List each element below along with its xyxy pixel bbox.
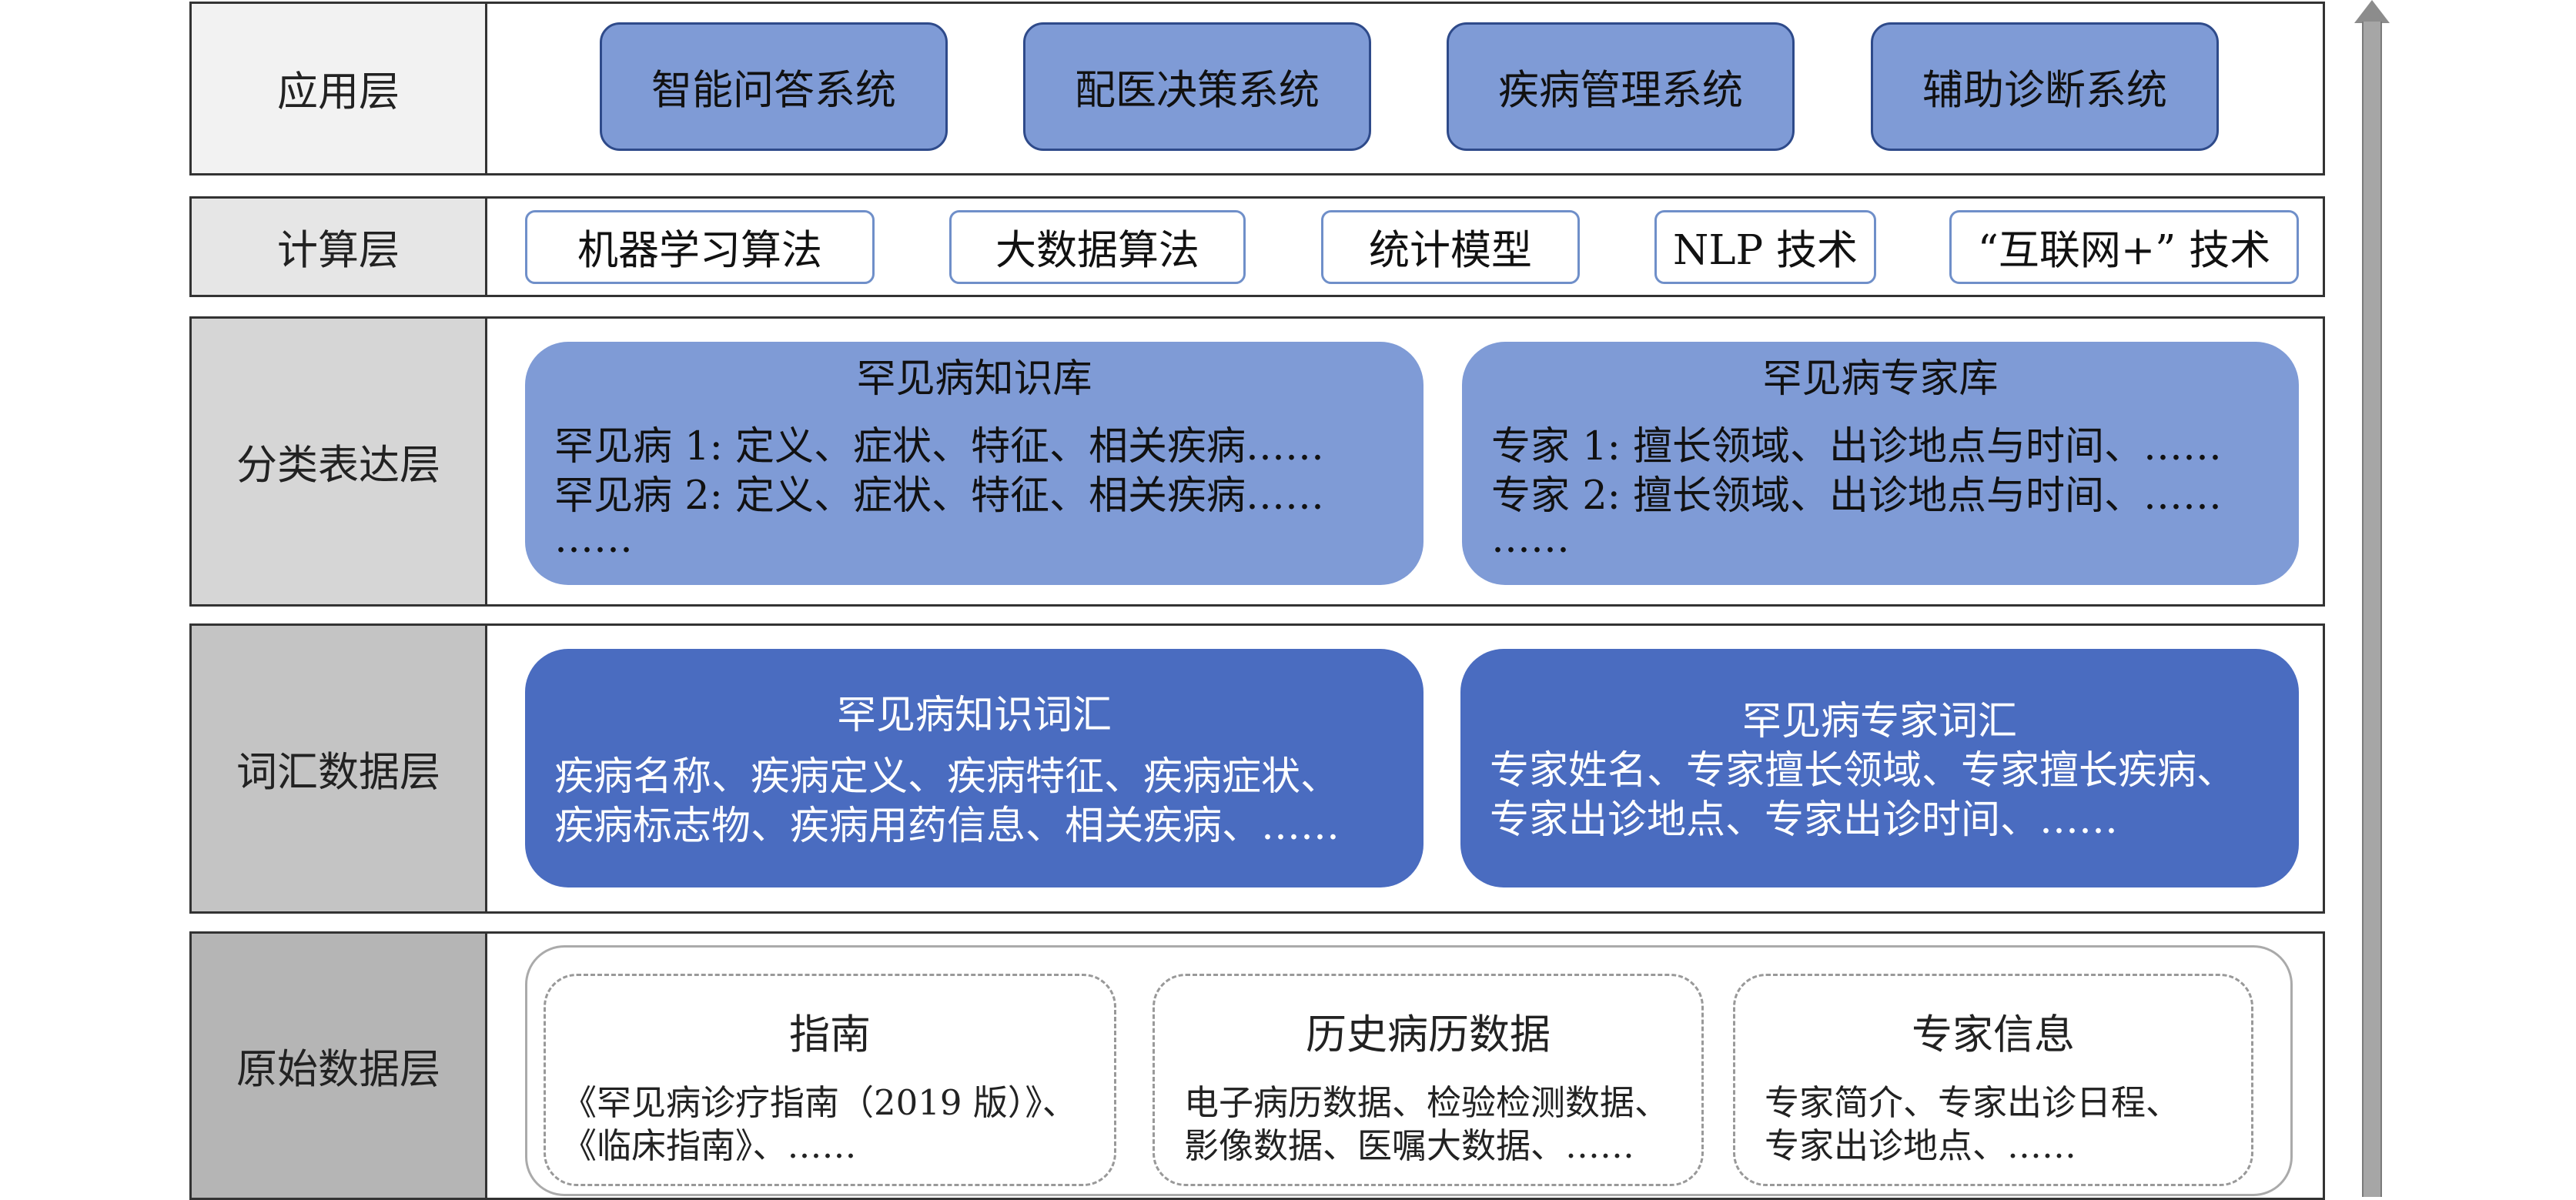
vocabulary-layer: 词汇数据层 罕见病知识词汇 疾病名称、疾病定义、疾病特征、疾病症状、 疾病标志物… [189, 623, 2325, 914]
expert-vocabulary-title: 罕见病专家词汇 [1741, 699, 2017, 744]
computation-layer-label: 计算层 [192, 199, 487, 295]
medical-history-line-1: 电子病历数据、检验检测数据、 [1184, 1082, 1670, 1123]
machine-learning-algorithm: 机器学习算法 [525, 210, 875, 284]
smart-qa-system: 智能问答系统 [600, 22, 948, 151]
vocabulary-layer-label: 词汇数据层 [192, 626, 487, 911]
guide-title: 指南 [789, 1011, 871, 1058]
expert-vocabulary-line-1: 专家姓名、专家擅长领域、专家擅长疾病、 [1490, 748, 2236, 794]
knowledge-base-line-3: …… [554, 516, 633, 562]
expert-info-title: 专家信息 [1912, 1011, 2075, 1058]
rare-disease-knowledge-vocabulary: 罕见病知识词汇 疾病名称、疾病定义、疾病特征、疾病症状、 疾病标志物、疾病用药信… [525, 649, 1423, 887]
classification-layer: 分类表达层 罕见病知识库 罕见病 1: 定义、症状、特征、相关疾病…… 罕见病 … [189, 316, 2325, 607]
knowledge-vocabulary-line-1: 疾病名称、疾病定义、疾病特征、疾病症状、 [554, 754, 1340, 800]
knowledge-base-line-2: 罕见病 2: 定义、症状、特征、相关疾病…… [554, 473, 1325, 519]
upward-arrow-shaft [2362, 22, 2382, 1197]
medical-history-title: 历史病历数据 [1306, 1011, 1551, 1058]
rare-disease-expert-vocabulary: 罕见病专家词汇 专家姓名、专家擅长领域、专家擅长疾病、 专家出诊地点、专家出诊时… [1460, 649, 2299, 887]
expert-info-line-1: 专家简介、专家出诊日程、 [1765, 1082, 2181, 1123]
application-layer: 应用层 智能问答系统 配医决策系统 疾病管理系统 辅助诊断系统 [189, 2, 2325, 175]
expert-base-title: 罕见病专家库 [1762, 356, 1999, 402]
expert-vocabulary-line-2: 专家出诊地点、专家出诊时间、…… [1490, 797, 2119, 843]
internet-plus-technology: “互联网+” 技术 [1949, 210, 2299, 284]
raw-data-container: 指南 《罕见病诊疗指南（2019 版）》、 《临床指南》、…… 历史病历数据 电… [525, 945, 2293, 1196]
statistical-model: 统计模型 [1321, 210, 1580, 284]
doctor-decision-system: 配医决策系统 [1023, 22, 1371, 151]
knowledge-vocabulary-title: 罕见病知识词汇 [836, 693, 1112, 738]
knowledge-base-title: 罕见病知识库 [856, 356, 1092, 402]
nlp-technology: NLP 技术 [1654, 210, 1876, 284]
medical-history-box: 历史病历数据 电子病历数据、检验检测数据、 影像数据、医嘱大数据、…… [1153, 974, 1704, 1186]
big-data-algorithm: 大数据算法 [949, 210, 1246, 284]
medical-history-line-2: 影像数据、医嘱大数据、…… [1184, 1125, 1635, 1166]
guide-line-1: 《罕见病诊疗指南（2019 版）》、 [562, 1082, 1077, 1123]
raw-data-layer-label: 原始数据层 [192, 934, 487, 1198]
classification-layer-label: 分类表达层 [192, 319, 487, 604]
guide-box: 指南 《罕见病诊疗指南（2019 版）》、 《临床指南》、…… [544, 974, 1116, 1186]
assisted-diagnosis-system: 辅助诊断系统 [1871, 22, 2219, 151]
expert-info-line-2: 专家出诊地点、…… [1765, 1125, 2077, 1166]
upward-arrow-head [2354, 0, 2390, 23]
disease-management-system: 疾病管理系统 [1447, 22, 1795, 151]
expert-base-line-1: 专家 1: 擅长领域、出诊地点与时间、…… [1491, 424, 2223, 470]
knowledge-base-line-1: 罕见病 1: 定义、症状、特征、相关疾病…… [554, 424, 1325, 470]
computation-layer: 计算层 机器学习算法 大数据算法 统计模型 NLP 技术 “互联网+” 技术 [189, 196, 2325, 297]
expert-base-line-2: 专家 2: 擅长领域、出诊地点与时间、…… [1491, 473, 2223, 519]
rare-disease-knowledge-base: 罕见病知识库 罕见病 1: 定义、症状、特征、相关疾病…… 罕见病 2: 定义、… [525, 342, 1423, 585]
expert-base-line-3: …… [1491, 516, 1570, 562]
knowledge-vocabulary-line-2: 疾病标志物、疾病用药信息、相关疾病、…… [554, 804, 1340, 849]
application-layer-label: 应用层 [192, 4, 487, 173]
rare-disease-expert-base: 罕见病专家库 专家 1: 擅长领域、出诊地点与时间、…… 专家 2: 擅长领域、… [1462, 342, 2299, 585]
expert-info-box: 专家信息 专家简介、专家出诊日程、 专家出诊地点、…… [1733, 974, 2253, 1186]
raw-data-layer: 原始数据层 指南 《罕见病诊疗指南（2019 版）》、 《临床指南》、…… 历史… [189, 931, 2325, 1200]
guide-line-2: 《临床指南》、…… [562, 1125, 857, 1166]
